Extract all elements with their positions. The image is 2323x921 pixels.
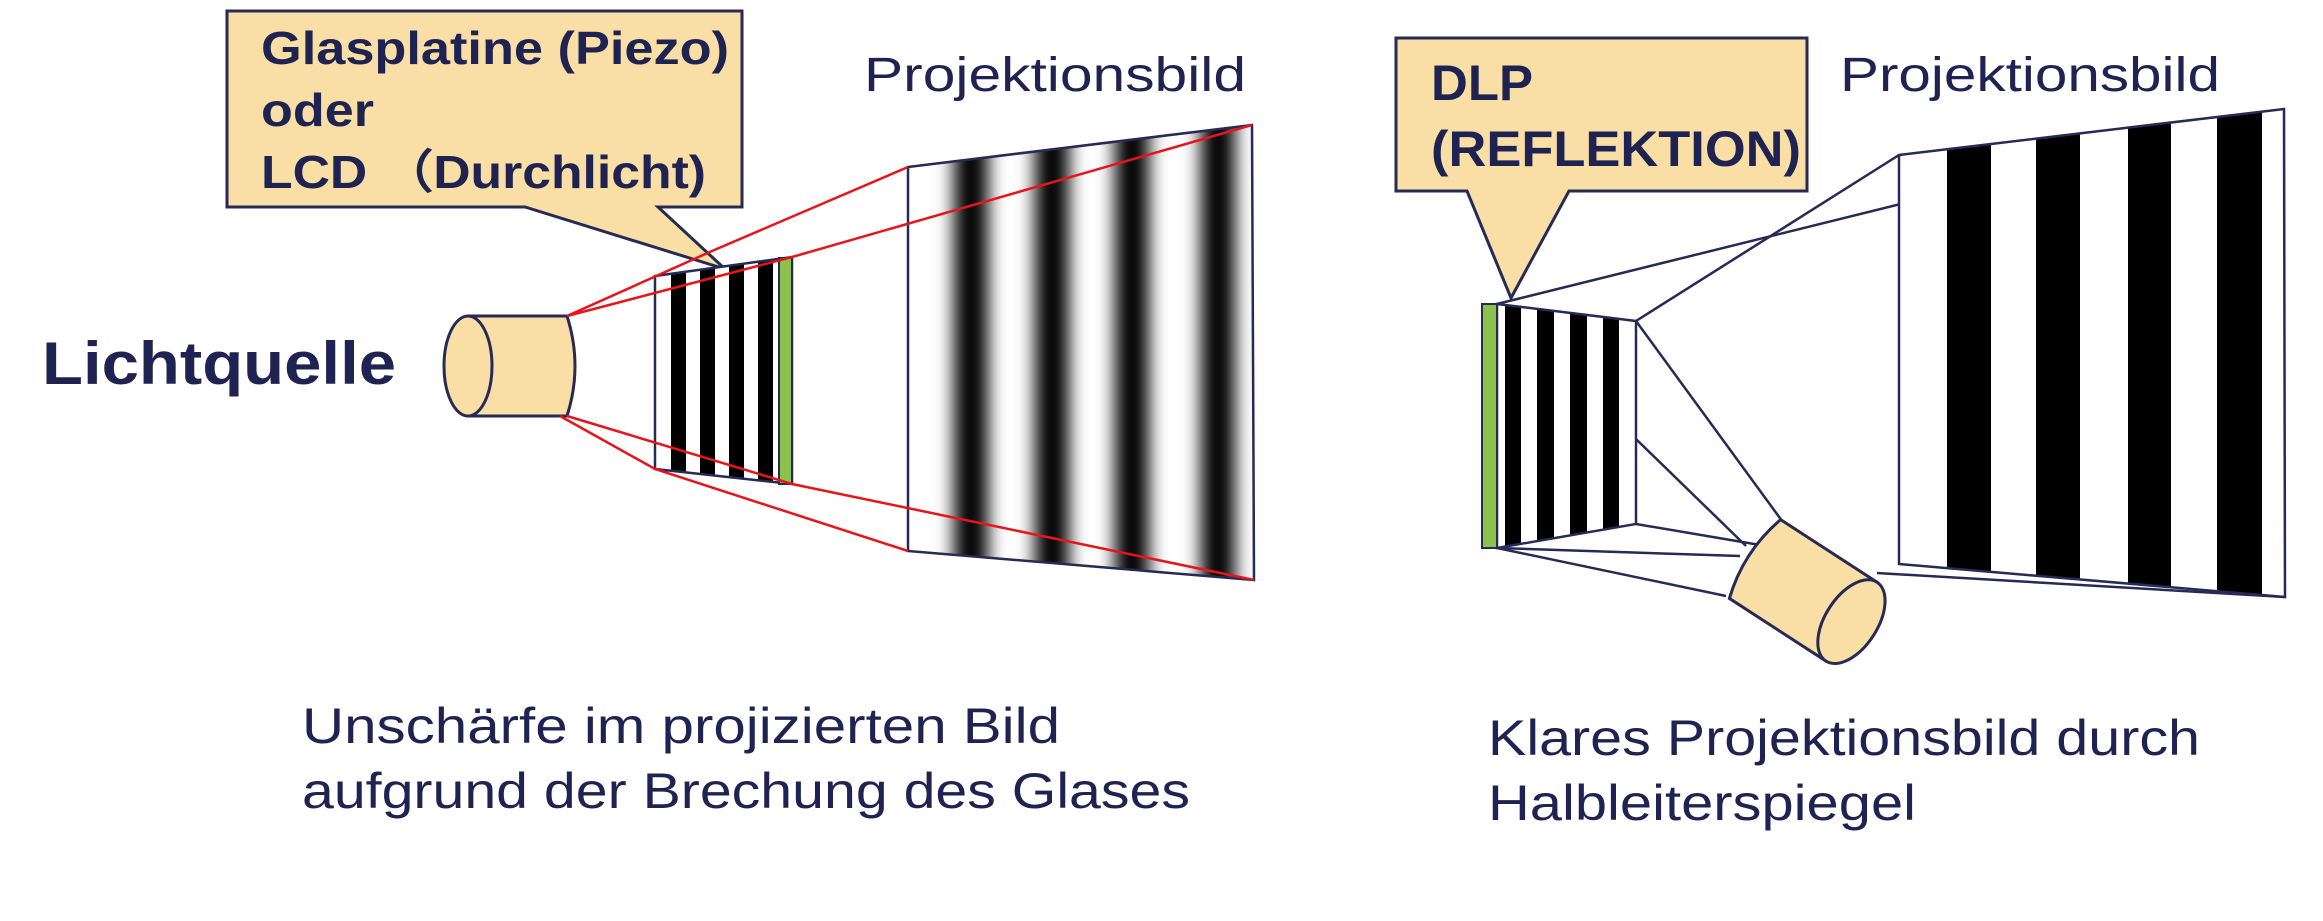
callout-dlp-line-1: DLP xyxy=(1431,55,1533,111)
light-source-label: Lichtquelle xyxy=(42,330,396,397)
light-rays xyxy=(559,123,1255,582)
callout-glass-lcd: Glasplatine (Piezo) oder LCD （Durchlicht… xyxy=(225,9,744,271)
caption-right-line-1: Klares Projektionsbild durch xyxy=(1488,710,2200,766)
light-source-cylinder-icon xyxy=(1727,517,1887,666)
callout-line-3: LCD （Durchlicht) xyxy=(261,146,706,198)
sharp-projection-image xyxy=(1897,107,2287,599)
dlp-diagram: DLP (REFLEKTION) Projektionsbild xyxy=(1394,36,2287,831)
callout-line-1: Glasplatine (Piezo) xyxy=(261,22,729,74)
lcd-glass-pattern xyxy=(653,255,794,486)
blurred-projection-image xyxy=(906,123,1256,582)
projection-label-left: Projektionsbild xyxy=(864,49,1246,102)
dmd-mirror-pattern xyxy=(1481,302,1638,550)
light-source-cylinder-icon xyxy=(442,314,577,418)
callout-dlp-line-2: (REFLEKTION) xyxy=(1431,121,1801,177)
callout-dlp: DLP (REFLEKTION) xyxy=(1394,36,1809,302)
caption-left-line-2: aufgrund der Brechung des Glases xyxy=(302,763,1190,819)
lcd-diagram: Glasplatine (Piezo) oder LCD （Durchlicht… xyxy=(42,9,1256,819)
projection-label-right: Projektionsbild xyxy=(1840,49,2220,102)
caption-right-line-2: Halbleiterspiegel xyxy=(1488,775,1916,831)
caption-left-line-1: Unschärfe im projizierten Bild xyxy=(302,698,1060,754)
callout-line-2: oder xyxy=(261,84,374,136)
